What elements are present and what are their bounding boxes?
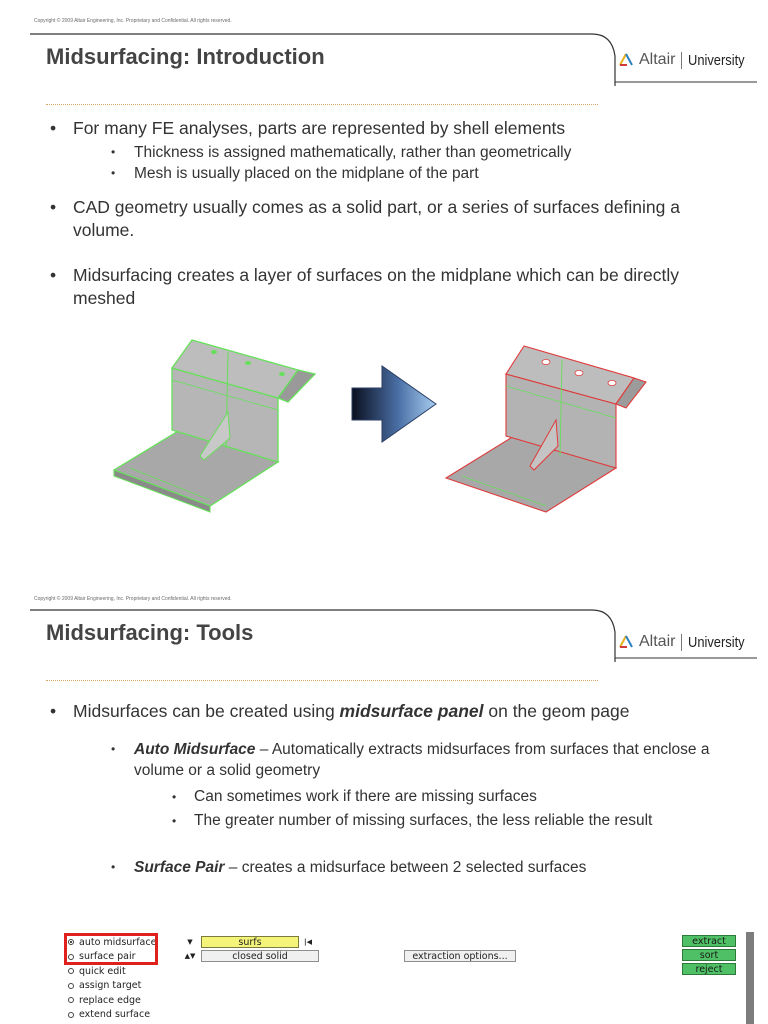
title-divider <box>46 104 598 105</box>
sort-button[interactable]: sort <box>682 949 736 961</box>
radio-icon <box>68 953 74 960</box>
logo-suffix: University <box>688 51 746 69</box>
solid-part-figure <box>112 339 317 513</box>
term-description: – Automatically extracts midsurfaces fro… <box>134 741 710 779</box>
intro-text-after: on the geom page <box>483 701 630 721</box>
logo-separator <box>681 633 683 651</box>
header-frame <box>30 609 757 662</box>
bullet-item: Midsurfaces can be created using midsurf… <box>50 700 740 878</box>
highlight-box <box>64 933 158 965</box>
up-down-arrows-icon: ▲▼ <box>184 952 196 960</box>
term-auto-midsurface: Auto Midsurface <box>134 741 256 758</box>
bullet-list: For many FE analyses, parts are represen… <box>50 117 740 310</box>
sub-sub-bullet-item: The greater number of missing surfaces, … <box>172 809 740 833</box>
slide-midsurfacing-tools: Copyright © 2009 Altair Engineering, Inc… <box>0 590 768 1024</box>
radio-label: quick edit <box>79 965 126 977</box>
copyright-notice: Copyright © 2009 Altair Engineering, Inc… <box>34 18 232 24</box>
term-description: – creates a midsurface between 2 selecte… <box>224 859 587 876</box>
logo-brand: Altair <box>639 51 676 68</box>
triangle-down-icon: ▼ <box>187 938 193 946</box>
radio-icon <box>68 1011 74 1018</box>
term-surface-pair: Surface Pair <box>134 859 225 876</box>
bullet-text: CAD geometry usually comes as a solid pa… <box>73 197 680 240</box>
midsurface-illustration <box>112 339 647 513</box>
radio-icon <box>68 968 74 975</box>
sub-bullet-list: Thickness is assigned mathematically, ra… <box>73 142 740 184</box>
sub-bullet-item: Mesh is usually placed on the midplane o… <box>111 163 740 184</box>
altair-university-logo: Altair University <box>618 631 754 653</box>
reset-icon: |◀ <box>304 938 312 946</box>
radio-assign-target[interactable]: assign target <box>68 979 156 994</box>
bullet-text: For many FE analyses, parts are represen… <box>73 118 566 138</box>
radio-surface-pair[interactable]: surface pair <box>68 950 156 965</box>
radio-label: auto midsurface <box>79 936 157 948</box>
midsurface-mode-radios: auto midsurface surface pair quick edit … <box>68 935 156 1022</box>
sub-bullet-item: Surface Pair – creates a midsurface betw… <box>111 857 740 878</box>
sub-bullet-item: Auto Midsurface – Automatically extracts… <box>111 739 740 833</box>
extract-button[interactable]: extract <box>682 935 736 947</box>
midsurface-panel: auto midsurface surface pair quick edit … <box>62 930 756 1024</box>
bullet-item: CAD geometry usually comes as a solid pa… <box>50 196 740 242</box>
radio-label: extend surface <box>79 1009 151 1021</box>
logo-brand: Altair <box>639 633 676 650</box>
sub-sub-bullet-list: Can sometimes work if there are missing … <box>134 785 740 833</box>
radio-auto-midsurface[interactable]: auto midsurface <box>68 935 156 950</box>
altair-logo-icon <box>619 635 633 648</box>
sub-sub-bullet-item: Can sometimes work if there are missing … <box>172 785 740 809</box>
header-frame <box>30 33 757 86</box>
panel-scrollbar[interactable] <box>746 932 754 1024</box>
right-arrow-icon <box>351 365 437 443</box>
sub-bullet-list: Auto Midsurface – Automatically extracts… <box>73 739 740 878</box>
radio-icon <box>68 982 74 989</box>
radio-label: assign target <box>79 980 142 992</box>
bullet-item: Midsurfacing creates a layer of surfaces… <box>50 264 740 310</box>
slide-title: Midsurfacing: Tools <box>46 620 254 645</box>
bullet-item: For many FE analyses, parts are represen… <box>50 117 740 184</box>
radio-icon <box>68 997 74 1004</box>
radio-label: replace edge <box>79 994 141 1006</box>
intro-text-before: Midsurfaces can be created using <box>73 701 340 721</box>
slide-midsurfacing-introduction: Copyright © 2009 Altair Engineering, Inc… <box>0 0 768 590</box>
logo-suffix: University <box>688 633 746 651</box>
reset-selection-button[interactable]: |◀ <box>299 936 317 948</box>
radio-replace-edge[interactable]: replace edge <box>68 993 156 1008</box>
bullet-list: Midsurfaces can be created using midsurf… <box>50 700 740 878</box>
slide-title: Midsurfacing: Introduction <box>46 44 325 69</box>
entity-type-dropdown[interactable]: ▼ <box>180 936 200 948</box>
radio-extend-surface[interactable]: extend surface <box>68 1008 156 1023</box>
midsurface-part-figure <box>444 345 647 513</box>
midsurface-panel-emphasis: midsurface panel <box>339 701 484 721</box>
title-divider <box>46 680 598 681</box>
closed-solid-method[interactable]: closed solid <box>201 950 319 962</box>
radio-label: surface pair <box>79 951 136 963</box>
logo-separator <box>681 51 683 69</box>
sub-bullet-item: Thickness is assigned mathematically, ra… <box>111 142 740 163</box>
surfs-selector[interactable]: surfs <box>201 936 299 948</box>
radio-quick-edit[interactable]: quick edit <box>68 964 156 979</box>
radio-selected-icon <box>68 939 74 946</box>
copyright-notice: Copyright © 2009 Altair Engineering, Inc… <box>34 596 232 602</box>
altair-university-logo: Altair University <box>618 49 754 71</box>
bullet-text: Midsurfacing creates a layer of surfaces… <box>73 265 679 308</box>
method-toggle[interactable]: ▲▼ <box>180 950 200 962</box>
altair-logo-icon <box>619 53 633 66</box>
reject-button[interactable]: reject <box>682 963 736 975</box>
extraction-options-button[interactable]: extraction options... <box>404 950 516 962</box>
